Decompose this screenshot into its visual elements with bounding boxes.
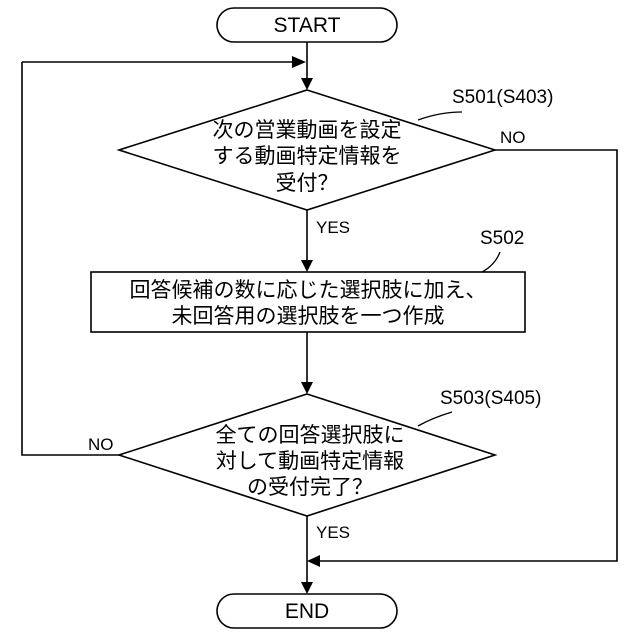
decision1-line-3: 受付？ [276,172,339,195]
arrowhead-process1-top [301,260,313,272]
process1: 回答候補の数に応じた選択肢に加え、 未回答用の選択肢を一つ作成 [91,272,525,332]
decision2-step-leader [418,412,452,426]
decision1: 次の営業動画を設定 する動画特定情報を 受付？ [119,90,495,210]
decision1-no-arrowhead [307,555,320,567]
decision1-step-leader [418,112,462,120]
process1-line-1: 回答候補の数に応じた選択肢に加え、 [130,279,487,302]
start-terminal: START [217,8,397,42]
loop-back-entry-arrowhead [292,56,306,68]
arrowhead-end-top [301,582,313,594]
end-label: END [285,600,329,623]
decision1-step-label: S501(S403) [452,87,553,108]
start-label: START [274,14,341,37]
decision2-line-2: 対して動画特定情報 [216,450,404,473]
arrowhead-decision1-top [301,78,313,90]
decision2-no-label: NO [88,435,114,454]
decision2-step-label: S503(S405) [440,388,541,409]
arrowhead-decision2-top [301,382,313,394]
decision1-line-1: 次の営業動画を設定 [213,119,402,142]
process1-step-leader [482,252,500,272]
decision2-no-path [22,62,119,455]
decision2-line-1: 全ての回答選択肢に [216,424,405,447]
decision1-no-label: NO [500,128,526,147]
decision1-line-2: する動画特定情報を [213,145,402,168]
decision2-line-3: の受付完了？ [247,476,373,499]
decision1-yes-label: YES [316,218,350,237]
decision2: 全ての回答選択肢に 対して動画特定情報 の受付完了？ [119,394,495,516]
decision2-yes-label: YES [316,523,350,542]
process1-step-label: S502 [480,228,524,249]
end-terminal: END [217,594,397,628]
process1-line-2: 未回答用の選択肢を一つ作成 [172,305,445,328]
